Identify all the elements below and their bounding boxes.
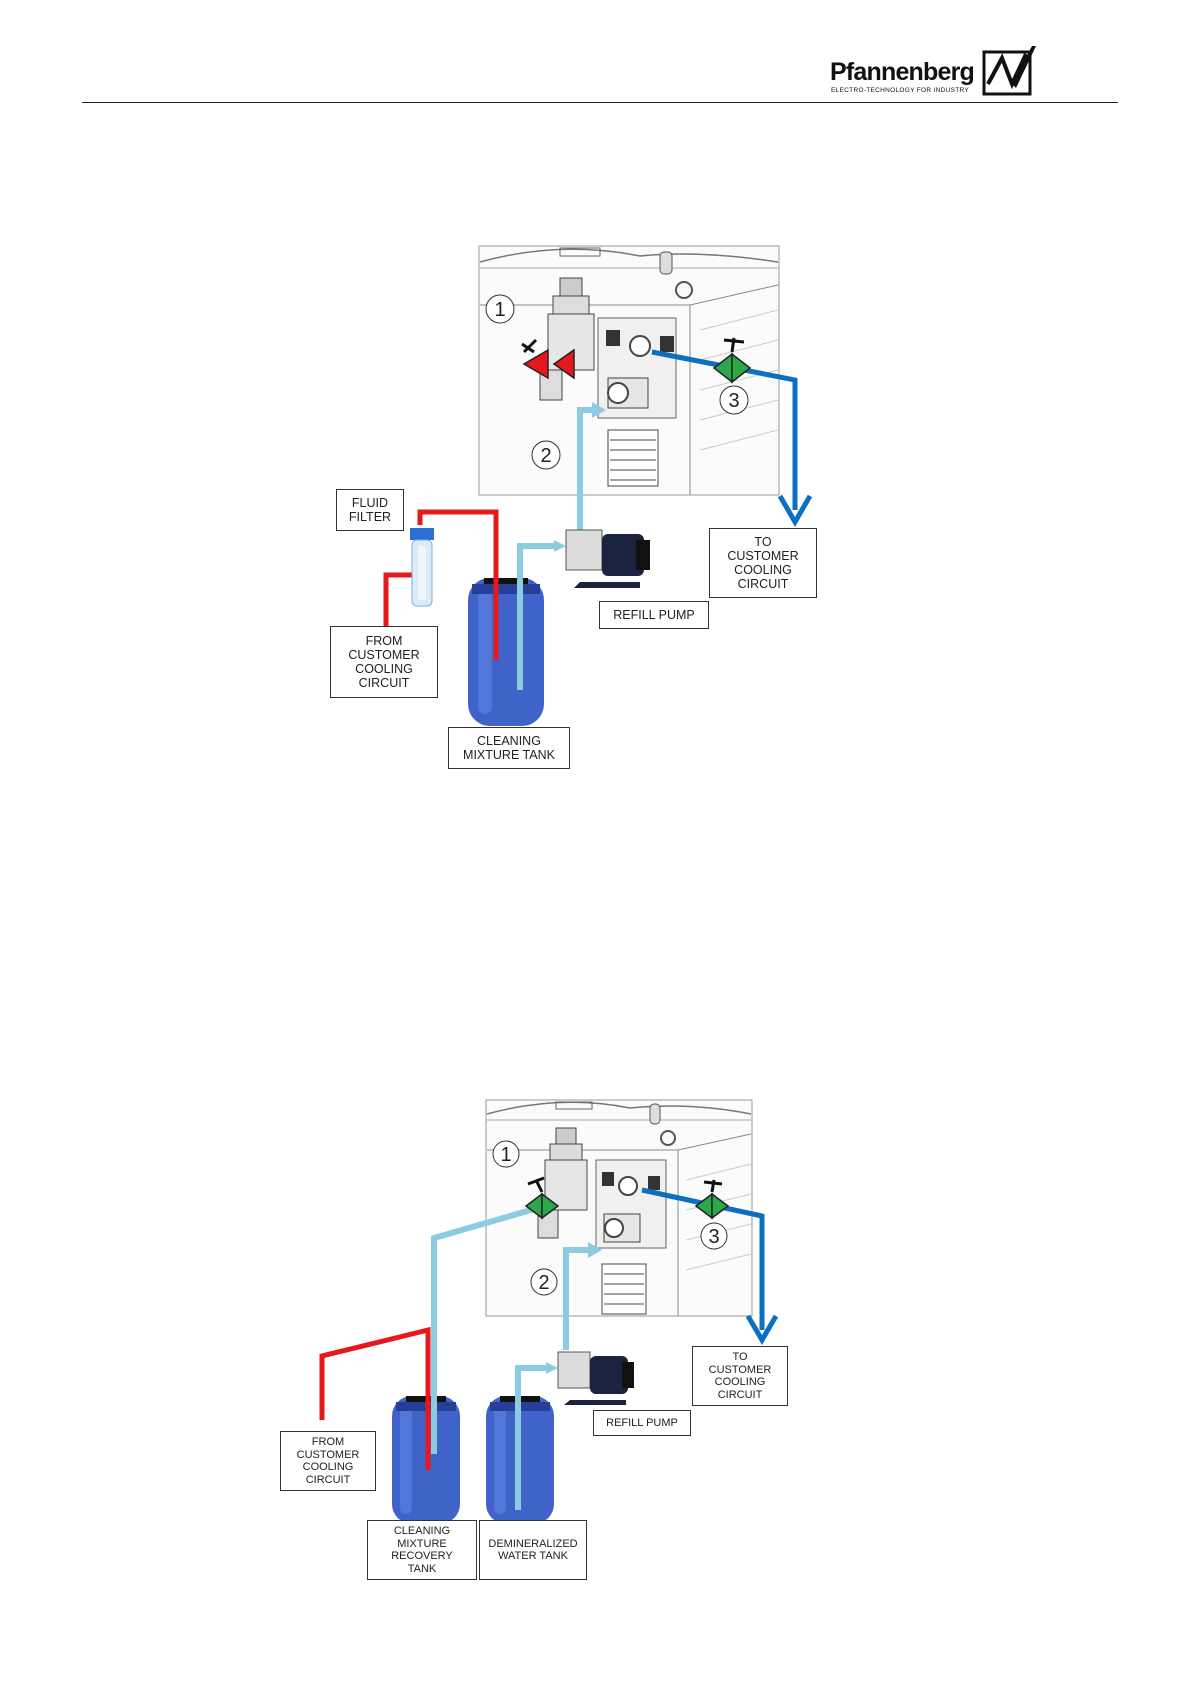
demin-tank-label: DEMINERALIZED WATER TANK: [479, 1520, 587, 1580]
fluid-filter-icon: [410, 528, 434, 606]
callout-3-fig1: 3: [720, 386, 748, 414]
svg-text:2: 2: [538, 1272, 549, 1294]
callout-1-fig1: 1: [486, 295, 514, 323]
fluid-filter-label: FLUID FILTER: [336, 489, 404, 531]
callout-2-fig1: 2: [532, 441, 560, 469]
svg-text:3: 3: [728, 390, 739, 412]
svg-text:2: 2: [540, 445, 551, 467]
recovery-tank-label: CLEANING MIXTURE RECOVERY TANK: [367, 1520, 477, 1580]
callout-3-fig2: 3: [701, 1223, 727, 1249]
cleaning-tank-label: CLEANING MIXTURE TANK: [448, 727, 570, 769]
refill-arrow-pump-2: [546, 1362, 558, 1374]
callout-2-fig2: 2: [531, 1269, 557, 1295]
refill-pump-label-fig2: REFILL PUMP: [593, 1410, 691, 1436]
svg-text:1: 1: [500, 1144, 511, 1166]
cleaning-tank-1-icon: [468, 578, 544, 726]
to-customer-label-fig2: TO CUSTOMER COOLING CIRCUIT: [692, 1346, 788, 1406]
refill-pump-1-icon: [566, 530, 650, 588]
refill-pump-label-fig1: REFILL PUMP: [599, 601, 709, 629]
svg-text:1: 1: [494, 299, 505, 321]
refill-arrow-pump-1: [554, 540, 566, 552]
svg-text:3: 3: [708, 1226, 719, 1248]
from-customer-label-fig1: FROM CUSTOMER COOLING CIRCUIT: [330, 626, 438, 698]
refill-pump-2-icon: [558, 1352, 634, 1405]
callout-1-fig2: 1: [493, 1141, 519, 1167]
to-customer-label-fig1: TO CUSTOMER COOLING CIRCUIT: [709, 528, 817, 598]
from-customer-label-fig2: FROM CUSTOMER COOLING CIRCUIT: [280, 1431, 376, 1491]
